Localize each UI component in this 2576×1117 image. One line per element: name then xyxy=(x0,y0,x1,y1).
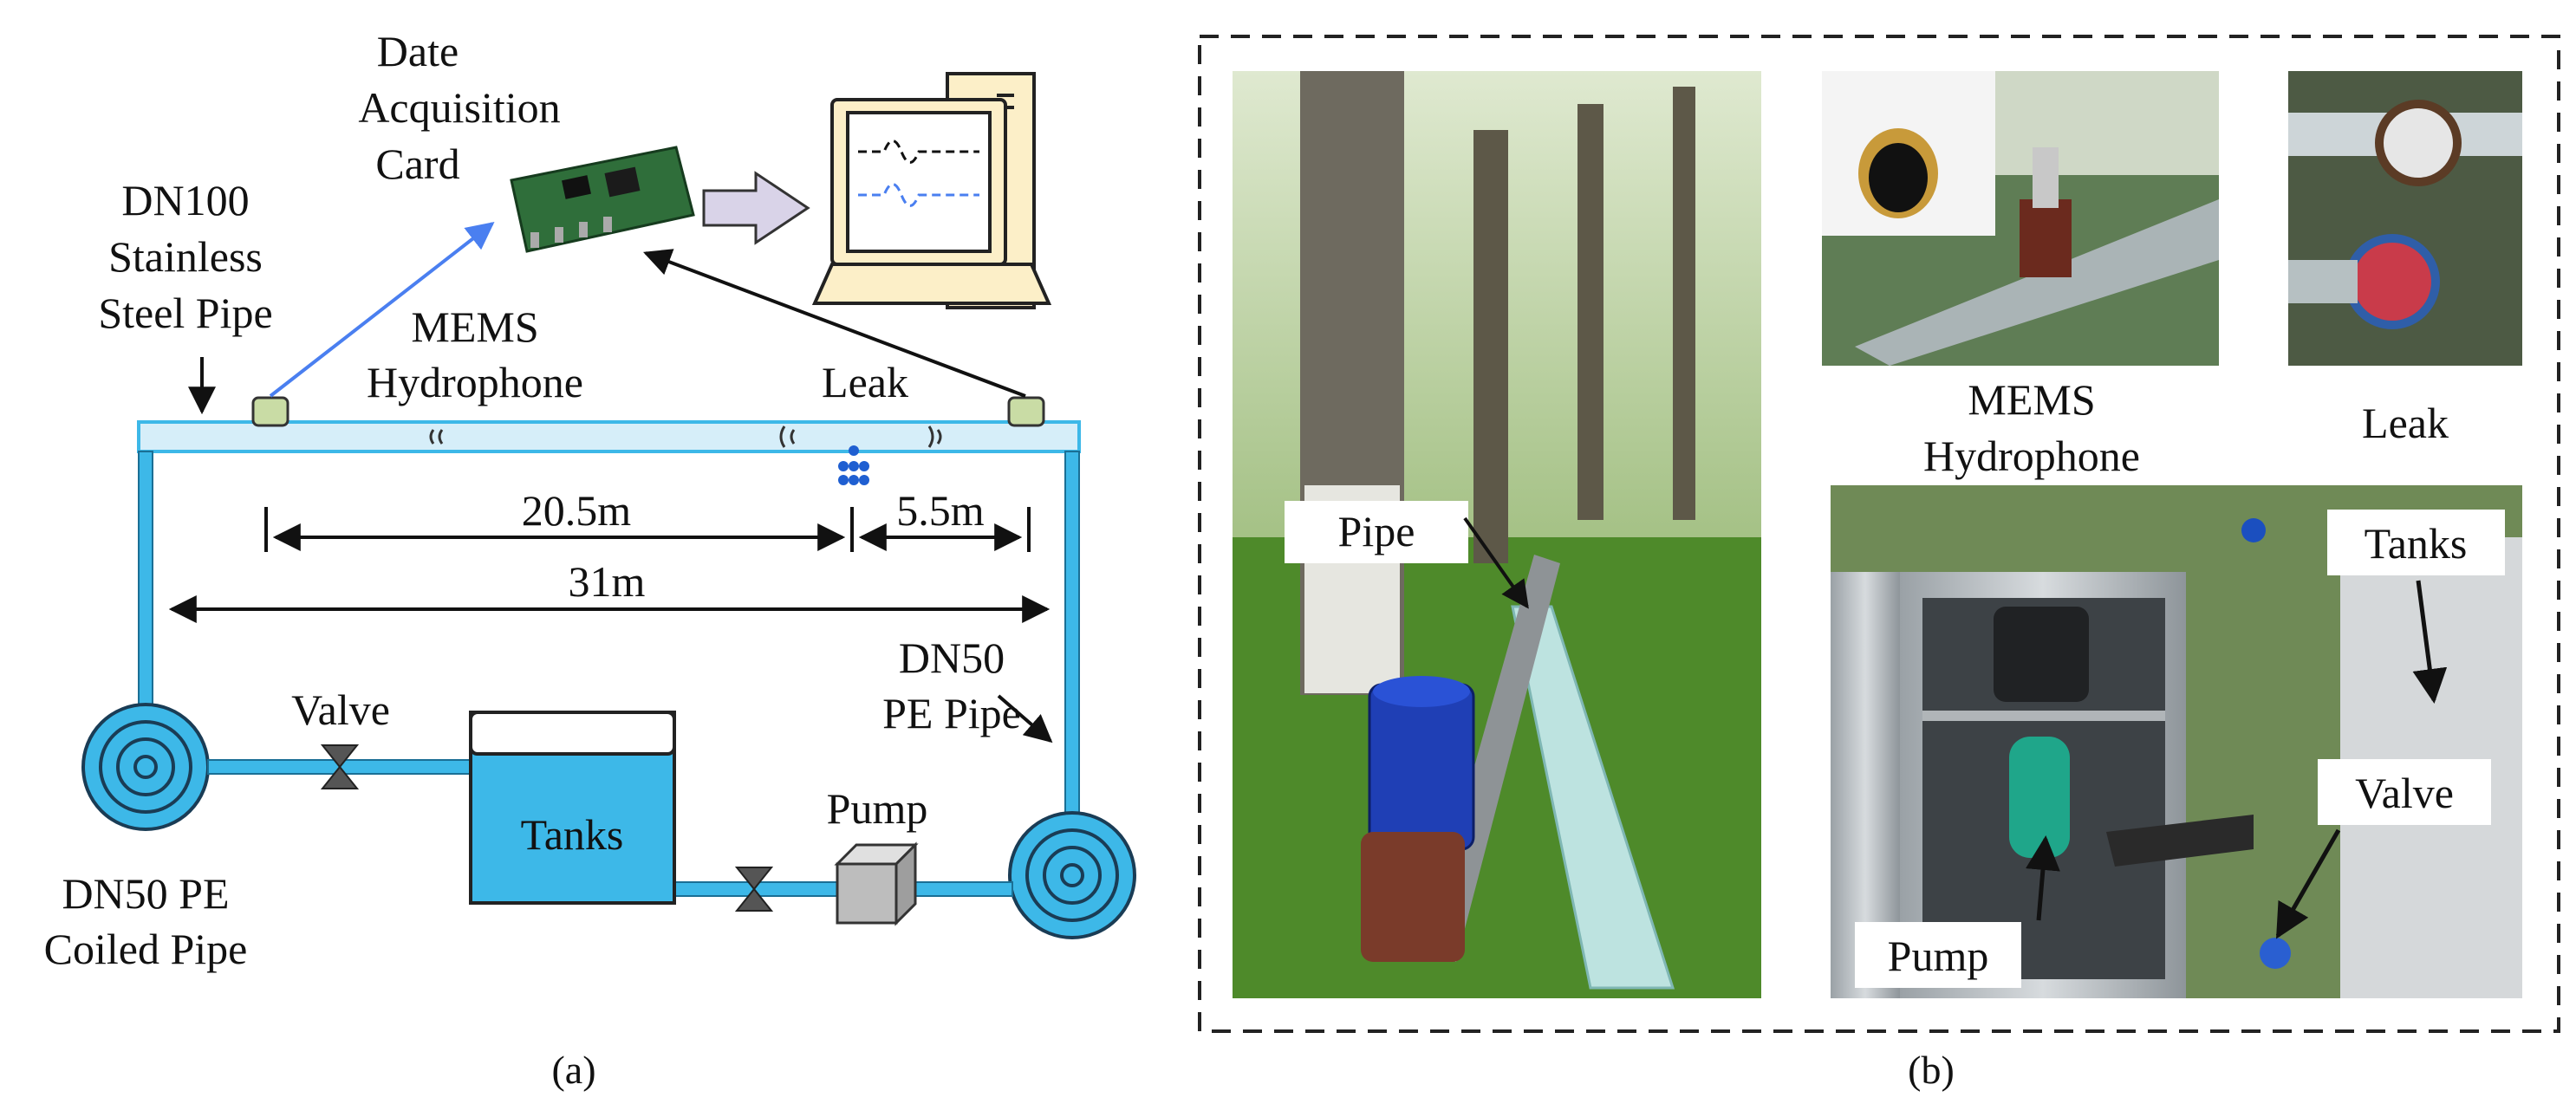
coiled-pipe-left xyxy=(81,703,210,831)
pipe-pump-to-coil xyxy=(914,881,1013,897)
tanks-photo-pointer xyxy=(2412,580,2448,704)
pipe-photo-pointer xyxy=(1463,516,1529,609)
signal-line-right-to-daq xyxy=(643,249,1026,398)
distance-5-5m: 5.5m xyxy=(896,486,985,535)
hydrophone-photo-label-line1: MEMS xyxy=(1968,375,2095,424)
distance-31m: 31m xyxy=(569,557,646,606)
acoustic-wave-icon xyxy=(429,425,942,448)
valve-photo-label: Valve xyxy=(2355,769,2454,817)
main-pipe xyxy=(137,420,1081,453)
signal-line-left-to-daq xyxy=(269,222,495,398)
photo-label-pump: Pump xyxy=(1855,922,2021,988)
valve-icon-bottom xyxy=(734,867,774,912)
caption-b: (b) xyxy=(1908,1048,1955,1092)
panel-a-schematic: Date Acquisition Card DN100 Stainless St… xyxy=(44,27,1136,1092)
coiled-pipe-right xyxy=(1008,811,1136,939)
panel-b-border xyxy=(1198,35,2560,1033)
pump-label: Pump xyxy=(827,784,928,833)
tanks-photo-label: Tanks xyxy=(2365,519,2468,568)
left-riser-pipe xyxy=(138,451,153,712)
leak-photo-label: Leak xyxy=(2362,399,2449,447)
hydrophone-photo-label-line2: Hydrophone xyxy=(1923,432,2140,480)
photo-label-valve: Valve xyxy=(2318,759,2491,825)
hydrophone-sensor-right xyxy=(1007,396,1045,427)
photo-pump-cabinet xyxy=(1831,485,2522,998)
pump-photo-pointer xyxy=(2026,835,2060,921)
hydrophone-label-line2: Hydrophone xyxy=(367,358,583,406)
signal-wave-black xyxy=(858,140,979,164)
photo-hydrophone xyxy=(1822,71,2219,366)
daq-card-icon xyxy=(510,146,695,253)
main-pipe-label-line2: Stainless xyxy=(108,232,263,281)
right-riser-pipe xyxy=(1064,451,1080,825)
caption-a: (a) xyxy=(551,1048,595,1092)
photo-label-pipe: Pipe xyxy=(1285,501,1468,563)
pump-icon xyxy=(834,841,919,926)
main-pipe-label-line3: Steel Pipe xyxy=(98,289,272,337)
hydrophone-label-line1: MEMS xyxy=(411,302,538,351)
leak-label: Leak xyxy=(822,358,908,406)
photo-field-pipe xyxy=(1233,71,1761,998)
signal-wave-blue xyxy=(858,183,979,207)
dimension-lines xyxy=(168,507,1051,623)
valve-photo-pointer xyxy=(2275,828,2341,939)
pipe-photo-label: Pipe xyxy=(1338,507,1415,555)
distance-20-5m: 20.5m xyxy=(522,486,632,535)
main-pipe-label-line1: DN100 xyxy=(121,176,249,224)
daq-label-line1: Date xyxy=(377,27,459,75)
tanks-label: Tanks xyxy=(521,810,624,859)
pe-pipe-pointer xyxy=(997,694,1053,744)
photo-leak xyxy=(2288,71,2522,366)
hydrophone-sensor-left xyxy=(251,396,289,427)
pe-pipe-label-line2: PE Pipe xyxy=(882,689,1021,737)
pump-photo-label: Pump xyxy=(1888,932,1989,980)
data-flow-arrow xyxy=(702,171,810,245)
leak-drops-icon xyxy=(838,445,869,485)
coiled-label-line2: Coiled Pipe xyxy=(44,925,248,973)
photo-label-tanks: Tanks xyxy=(2327,510,2505,575)
tank-lid xyxy=(469,711,676,756)
pe-pipe-label-line1: DN50 xyxy=(899,633,1005,682)
computer-icon xyxy=(811,72,1052,309)
daq-label-line3: Card xyxy=(375,140,459,188)
coiled-label-line1: DN50 PE xyxy=(62,869,229,918)
valve-label: Valve xyxy=(291,685,390,734)
valve-icon-left xyxy=(320,744,360,789)
daq-label-line2: Acquisition xyxy=(358,83,560,132)
